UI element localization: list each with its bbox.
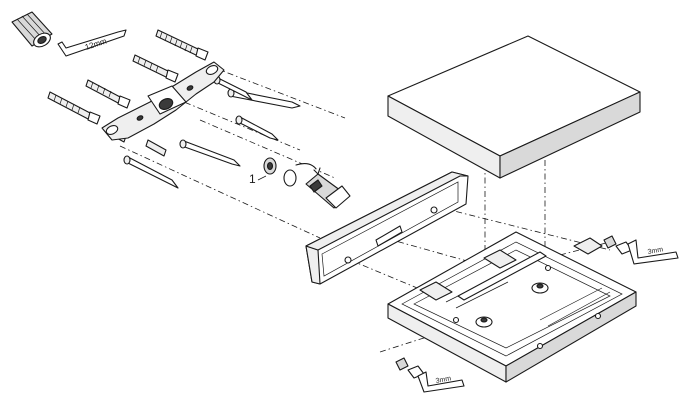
socket-tool <box>11 11 53 48</box>
hex-key-bottom-label: 3mm <box>435 375 452 385</box>
fastener-bottom: 3mm <box>395 357 465 393</box>
hex-key-right-label: 3mm <box>647 246 664 256</box>
cover-plate <box>387 35 641 179</box>
fastener-right: 3mm <box>603 235 679 265</box>
wall-plate <box>305 171 469 285</box>
mounting-bracket <box>101 61 225 141</box>
fastener-group <box>47 29 301 189</box>
hex-key-large-label: 12mm <box>84 36 108 52</box>
part-callout-number: 1 <box>249 172 256 186</box>
cartridge-assembly: 1 <box>249 157 351 209</box>
base-tray <box>387 231 637 383</box>
hex-key-large: 12mm <box>57 29 127 57</box>
